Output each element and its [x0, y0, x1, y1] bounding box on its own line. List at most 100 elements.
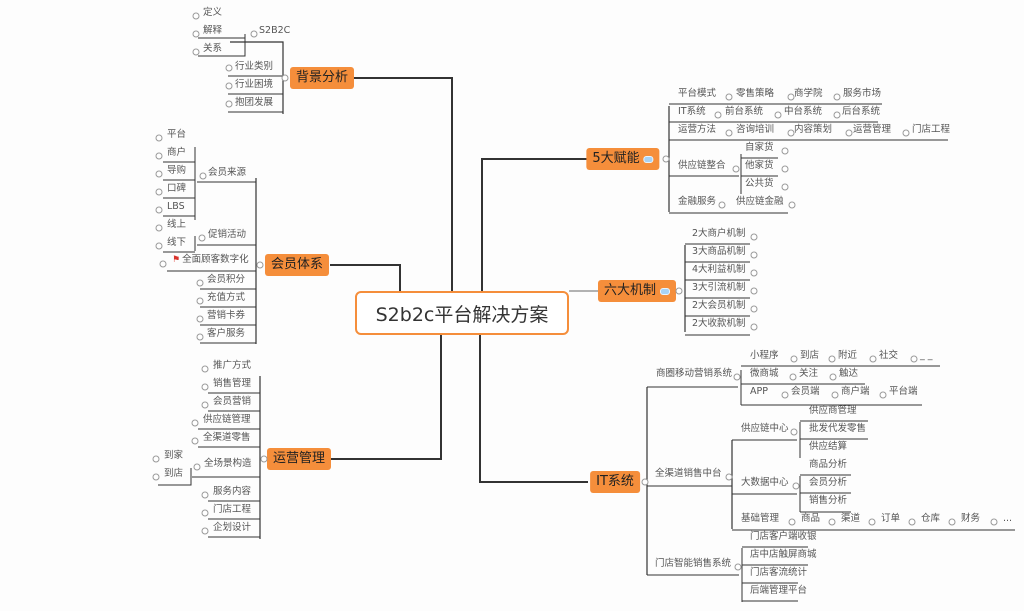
subtopic[interactable]: 触达 [839, 367, 858, 380]
collapse-toggle-icon[interactable] [641, 478, 649, 486]
topic-member-system[interactable]: 会员体系 [264, 254, 330, 276]
collapse-toggle-icon[interactable] [879, 391, 887, 399]
topic-operations[interactable]: 运营管理 [266, 448, 332, 470]
subtopic[interactable]: 推广方式 [213, 359, 251, 372]
subtopic[interactable]: 行业困境 [235, 78, 273, 91]
collapse-toggle-icon[interactable] [155, 170, 163, 178]
subtopic[interactable]: IT系统 [678, 105, 706, 118]
subtopic[interactable]: 渠道 [841, 512, 860, 525]
subtopic[interactable]: 线下 [167, 236, 186, 249]
collapse-toggle-icon[interactable] [714, 111, 722, 119]
subtopic[interactable]: 企划设计 [213, 521, 251, 534]
subtopic[interactable]: 口碑 [167, 182, 186, 195]
subtopic[interactable]: 全渠道销售中台 [655, 467, 722, 480]
collapse-toggle-icon[interactable] [192, 30, 200, 38]
subtopic[interactable]: 2大会员机制 [692, 299, 746, 312]
subtopic[interactable]: 充值方式 [207, 291, 245, 304]
collapse-toggle-icon[interactable] [201, 365, 209, 373]
collapse-toggle-icon[interactable] [902, 129, 910, 137]
subtopic[interactable]: LBS [167, 200, 185, 213]
subtopic[interactable]: 内容策划 [794, 123, 832, 136]
subtopic[interactable]: ... [1003, 512, 1012, 525]
subtopic[interactable]: 平台模式 [678, 87, 716, 100]
collapse-toggle-icon[interactable] [201, 401, 209, 409]
subtopic[interactable]: 小程序 [750, 349, 779, 362]
subtopic[interactable]: 供应商管理 [809, 404, 857, 417]
collapse-toggle-icon[interactable] [833, 93, 841, 101]
subtopic[interactable]: 全渠道零售 [203, 431, 251, 444]
collapse-toggle-icon[interactable] [774, 111, 782, 119]
subtopic[interactable]: 供应结算 [809, 440, 847, 453]
collapse-toggle-icon[interactable] [781, 147, 789, 155]
collapse-toggle-icon[interactable] [196, 333, 204, 341]
collapse-toggle-icon[interactable] [792, 482, 800, 490]
collapse-toggle-icon[interactable] [159, 260, 167, 268]
collapse-toggle-icon[interactable] [828, 355, 836, 363]
subtopic[interactable]: 财务 [961, 512, 980, 525]
collapse-toggle-icon[interactable] [260, 455, 268, 463]
subtopic[interactable]: 微商城 [750, 367, 779, 380]
subtopic[interactable]: 运营方法 [678, 123, 716, 136]
subtopic[interactable]: 线上 [167, 218, 186, 231]
subtopic[interactable]: 金融服务 [678, 195, 716, 208]
subtopic[interactable]: 营销卡券 [207, 309, 245, 322]
collapse-toggle-icon[interactable] [868, 518, 876, 526]
subtopic[interactable]: 会员分析 [809, 476, 847, 489]
collapse-toggle-icon[interactable] [201, 527, 209, 535]
collapse-toggle-icon[interactable] [662, 155, 670, 163]
subtopic[interactable]: 2大收款机制 [692, 317, 746, 330]
collapse-toggle-icon[interactable] [196, 297, 204, 305]
subtopic[interactable]: 中台系统 [784, 105, 822, 118]
topic-it-system[interactable]: IT系统 [590, 471, 640, 493]
collapse-toggle-icon[interactable] [788, 201, 796, 209]
collapse-toggle-icon[interactable] [790, 428, 798, 436]
subtopic[interactable]: 门店工程 [213, 503, 251, 516]
subtopic[interactable]: 会员端 [791, 385, 820, 398]
subtopic[interactable]: 前台系统 [725, 105, 763, 118]
collapse-toggle-icon[interactable] [750, 305, 758, 313]
collapse-toggle-icon[interactable] [191, 419, 199, 427]
collapse-toggle-icon[interactable] [155, 224, 163, 232]
collapse-toggle-icon[interactable] [788, 518, 796, 526]
subtopic[interactable]: 定义 [203, 6, 222, 19]
collapse-toggle-icon[interactable] [192, 12, 200, 20]
collapse-toggle-icon[interactable] [831, 391, 839, 399]
collapse-toggle-icon[interactable] [152, 473, 160, 481]
collapse-toggle-icon[interactable] [990, 518, 998, 526]
subtopic[interactable]: 门店客流统计 [750, 566, 807, 579]
collapse-toggle-icon[interactable] [155, 206, 163, 214]
collapse-toggle-icon[interactable] [256, 261, 264, 269]
subtopic[interactable]: 后台系统 [842, 105, 880, 118]
collapse-toggle-icon[interactable] [789, 373, 797, 381]
collapse-toggle-icon[interactable] [196, 279, 204, 287]
subtopic[interactable]: 大数据中心 [741, 476, 789, 489]
collapse-toggle-icon[interactable] [781, 391, 789, 399]
collapse-toggle-icon[interactable] [718, 201, 726, 209]
subtopic[interactable]: 基础管理 [741, 512, 779, 525]
subtopic[interactable]: S2B2C [259, 24, 290, 37]
subtopic[interactable]: 商户端 [841, 385, 870, 398]
subtopic[interactable]: 门店工程 [912, 123, 950, 136]
subtopic[interactable]: 3大引流机制 [692, 281, 746, 294]
subtopic[interactable]: 店中店触屏商城 [750, 548, 817, 561]
collapse-toggle-icon[interactable] [733, 373, 741, 381]
subtopic[interactable]: 会员积分 [207, 273, 245, 286]
subtopic[interactable]: 3大商品机制 [692, 245, 746, 258]
subtopic[interactable]: 供应链金融 [736, 195, 784, 208]
collapse-toggle-icon[interactable] [225, 82, 233, 90]
collapse-toggle-icon[interactable] [675, 287, 683, 295]
subtopic[interactable]: 导购 [167, 164, 186, 177]
subtopic[interactable]: 商品分析 [809, 458, 847, 471]
subtopic[interactable]: 到店 [164, 467, 183, 480]
subtopic[interactable]: 商圈移动营销系统 [656, 367, 732, 380]
subtopic[interactable]: 关系 [203, 42, 222, 55]
topic-six-mechanisms[interactable]: 六大机制 [597, 280, 677, 302]
subtopic[interactable]: 客户服务 [207, 327, 245, 340]
collapse-toggle-icon[interactable] [155, 188, 163, 196]
subtopic[interactable]: 社交 [879, 349, 898, 362]
subtopic[interactable]: 平台 [167, 128, 186, 141]
subtopic[interactable]: 订单 [881, 512, 900, 525]
collapse-toggle-icon[interactable] [908, 518, 916, 526]
subtopic[interactable]: 销售管理 [213, 377, 251, 390]
subtopic[interactable]: 商学院 [794, 87, 823, 100]
